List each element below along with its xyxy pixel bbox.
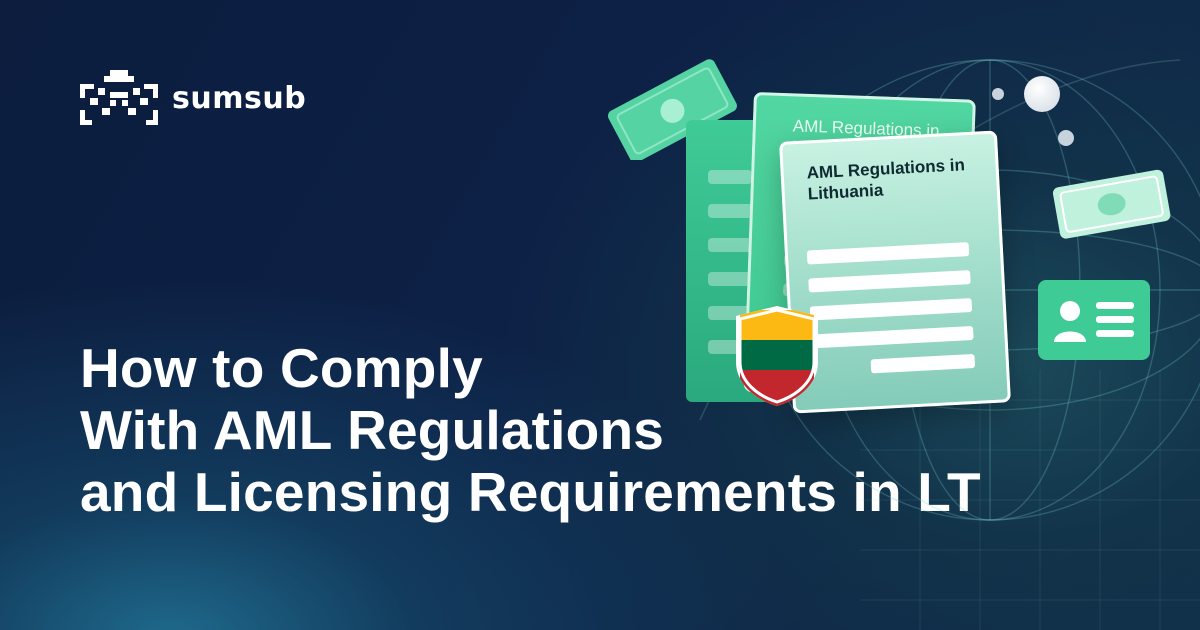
lithuania-flag-shield-icon xyxy=(736,306,818,406)
banknote-icon xyxy=(607,59,737,160)
title-line-3: and Licensing Requirements in LT xyxy=(80,460,981,523)
document-front-title: AML Regulations in Lithuania xyxy=(806,155,966,204)
title-line-1: How to Comply xyxy=(80,337,483,399)
brand-logo[interactable]: sumsub xyxy=(80,70,306,126)
illustration: AML Regulations in Lithuania AML Regulat… xyxy=(580,40,1200,630)
banknote-icon xyxy=(1052,169,1171,239)
brand-wordmark: sumsub xyxy=(172,80,307,116)
decorative-dot xyxy=(1024,76,1060,112)
decorative-dot xyxy=(1058,130,1074,146)
id-card-icon xyxy=(1038,280,1150,360)
title-line-2: With AML Regulations xyxy=(80,398,665,461)
decorative-dot xyxy=(992,88,1004,100)
page-title: How to Comply With AML Regulations and L… xyxy=(80,337,981,524)
sumsub-pixel-logo-icon xyxy=(80,70,158,125)
